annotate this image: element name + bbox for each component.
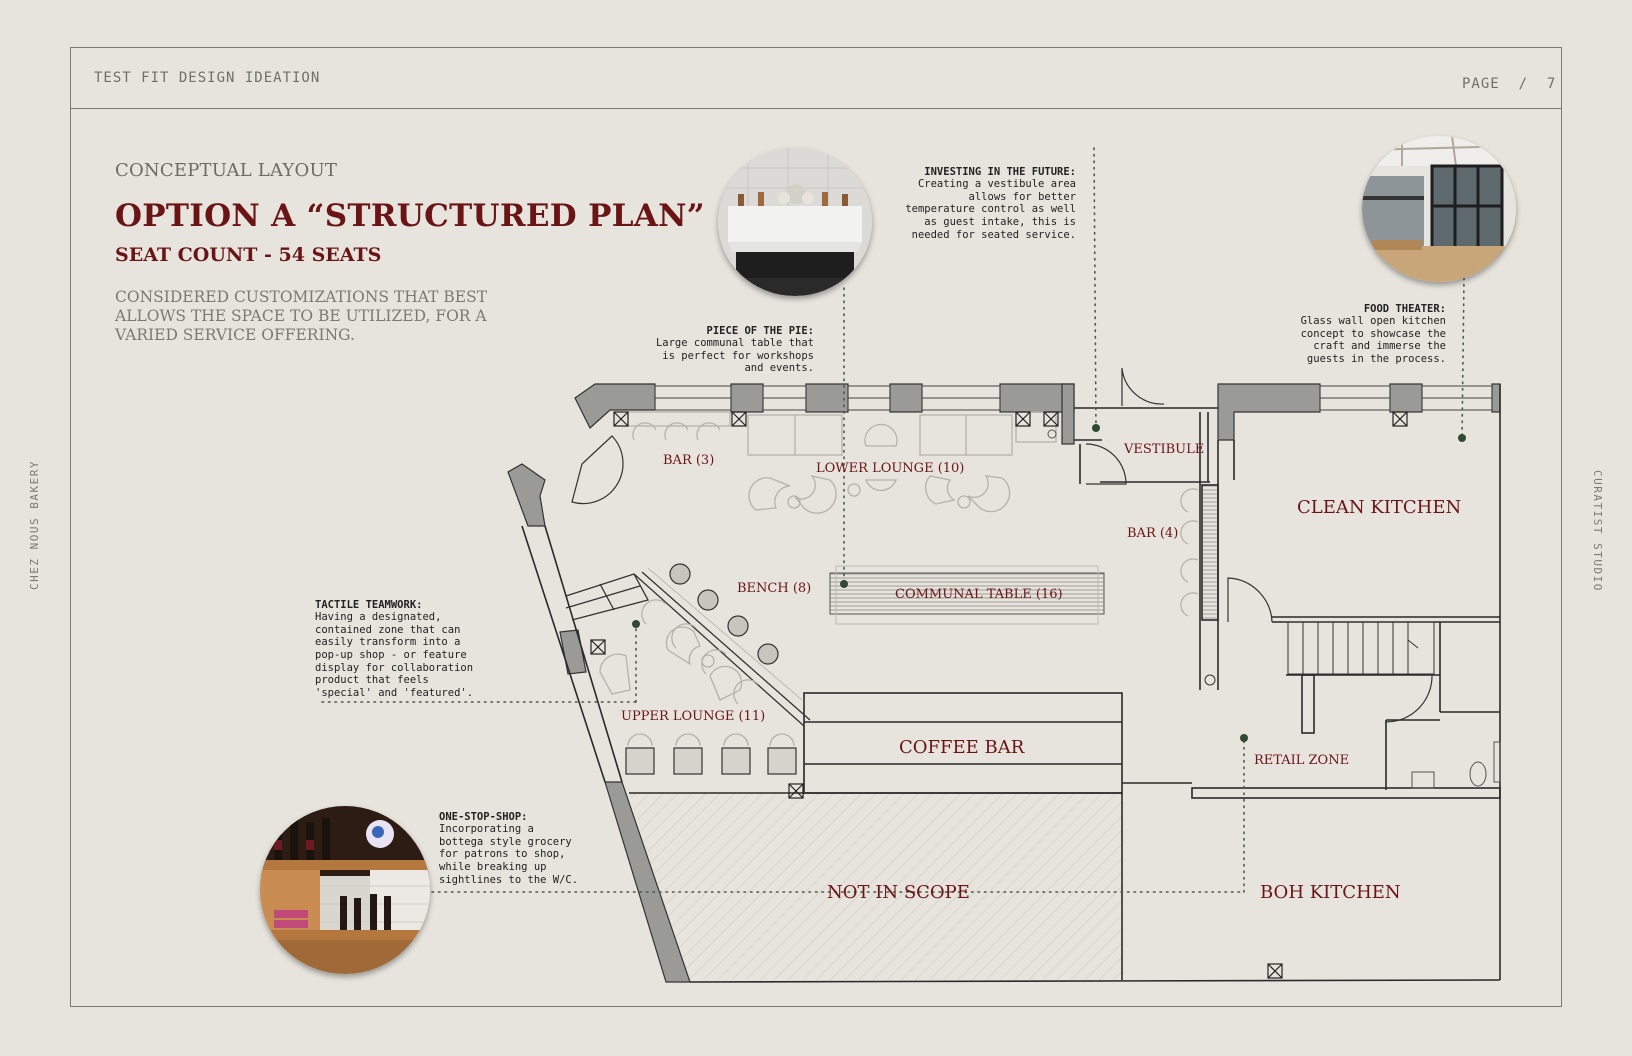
note-theater-heading: FOOD THEATER: [1363,302,1446,315]
header-divider [70,108,1562,109]
note-tactile-teamwork: TACTILE TEAMWORK:Having a designated, co… [315,586,495,699]
note-theater-body: Glass wall open kitchen concept to showc… [1300,315,1446,365]
seat-count: SEAT COUNT - 54 SEATS [115,244,382,266]
label-lower-lounge: LOWER LOUNGE (10) [816,461,964,476]
note-investing-heading: INVESTING IN THE FUTURE: [924,165,1076,178]
label-bar-3: BAR (3) [663,453,714,468]
header-title: TEST FIT DESIGN IDEATION [94,70,321,86]
wall-pier-3 [889,383,923,413]
photo-communal-table [718,148,872,296]
page-frame [70,47,1562,1007]
note-food-theater: FOOD THEATER:Glass wall open kitchen con… [1276,290,1446,366]
page-number: PAGE / 7 [1462,76,1557,92]
label-not-in-scope: NOT IN SCOPE [827,882,970,903]
wall-pier-5 [1389,383,1423,413]
note-piece-of-pie: PIECE OF THE PIE:Large communal table th… [620,312,814,375]
label-vestibule: VESTIBULE [1123,442,1204,457]
note-tactile-body: Having a designated, contained zone that… [315,611,474,699]
note-pie-body: Large communal table that is perfect for… [655,337,814,375]
wall-top-left [574,383,656,429]
note-pie-heading: PIECE OF THE PIE: [706,324,814,337]
label-coffee-bar: COFFEE BAR [899,737,1025,758]
not-in-scope-area [629,793,1122,980]
description: CONSIDERED CUSTOMIZATIONS THAT BEST ALLO… [115,288,488,344]
wall-pier-6 [1491,383,1501,413]
wall-right-top [1217,383,1321,441]
photo-open-kitchen [1362,136,1516,282]
note-one-stop-shop: ONE-STOP-SHOP:Incorporating a bottega st… [439,798,609,886]
label-clean-kitchen: CLEAN KITCHEN [1297,497,1461,518]
wall-pier-2 [805,383,849,413]
photo-communal-table-image [718,148,872,296]
note-investing-body: Creating a vestibule area allows for bet… [905,178,1076,241]
photo-open-kitchen-image [1362,136,1516,282]
note-shop-heading: ONE-STOP-SHOP: [439,810,528,823]
label-retail-zone: RETAIL ZONE [1254,753,1349,768]
label-boh-kitchen: BOH KITCHEN [1260,882,1401,903]
note-tactile-heading: TACTILE TEAMWORK: [315,598,423,611]
note-investing: INVESTING IN THE FUTURE:Creating a vesti… [872,153,1076,241]
wall-angled-upper [507,463,546,527]
page-title: OPTION A “STRUCTURED PLAN” [115,198,705,234]
photo-grocery-shelf [260,806,430,974]
wall-pier-1 [730,383,764,413]
label-upper-lounge: UPPER LOUNGE (11) [621,709,765,724]
section-label: CONCEPTUAL LAYOUT [115,160,338,181]
wall-vestibule [1061,383,1075,445]
note-shop-body: Incorporating a bottega style grocery fo… [439,823,579,886]
label-bench: BENCH (8) [737,581,811,596]
communal-table [829,572,1105,615]
label-bar-4: BAR (4) [1127,526,1178,541]
photo-grocery-shelf-image [260,806,430,974]
label-communal-table: COMMUNAL TABLE (16) [895,587,1063,602]
